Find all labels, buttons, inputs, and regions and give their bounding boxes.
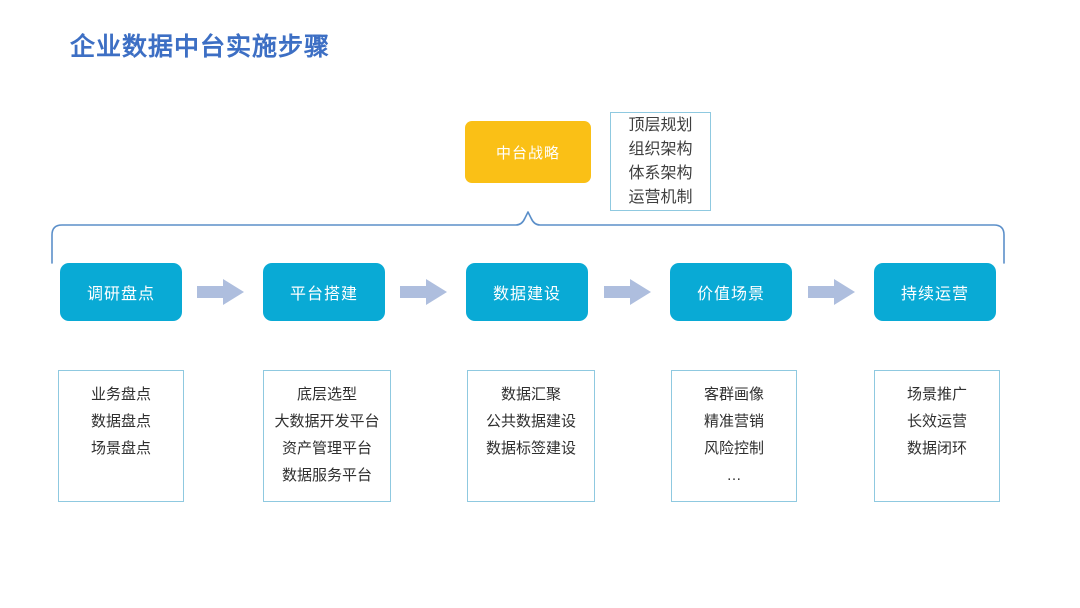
- page-title: 企业数据中台实施步骤: [70, 33, 331, 61]
- strategy-detail-line: 顶层规划: [628, 116, 693, 134]
- detail-line: 数据汇聚: [500, 386, 561, 403]
- strategy-detail-box: 顶层规划 组织架构 体系架构 运营机制: [610, 112, 711, 211]
- detail-box-1: 业务盘点 数据盘点 场景盘点: [58, 370, 184, 502]
- detail-box-4: 客群画像 精准营销 风险控制 …: [671, 370, 797, 502]
- detail-line: 底层选型: [296, 386, 357, 403]
- step-box-5[interactable]: 持续运营: [874, 263, 996, 321]
- detail-line: 公共数据建设: [485, 413, 576, 430]
- detail-line: 业务盘点: [90, 386, 151, 403]
- detail-line: 风险控制: [703, 440, 764, 457]
- step-label: 持续运营: [900, 286, 969, 303]
- detail-line: 长效运营: [906, 413, 967, 430]
- strategy-box[interactable]: 中台战略: [465, 121, 591, 183]
- detail-line: 数据服务平台: [281, 467, 372, 484]
- arrow-right-icon: [197, 279, 244, 305]
- step-label: 数据建设: [492, 286, 561, 303]
- step-label: 价值场景: [696, 286, 765, 303]
- step-label: 调研盘点: [86, 286, 155, 303]
- step-label: 平台搭建: [289, 286, 358, 303]
- strategy-detail-line: 运营机制: [628, 188, 693, 206]
- strategy-detail-line: 体系架构: [628, 164, 693, 182]
- detail-box-3: 数据汇聚 公共数据建设 数据标签建设: [467, 370, 595, 502]
- detail-box-5: 场景推广 长效运营 数据闭环: [874, 370, 1000, 502]
- detail-line: 大数据开发平台: [274, 413, 380, 430]
- step-box-3[interactable]: 数据建设: [466, 263, 588, 321]
- detail-box-2: 底层选型 大数据开发平台 资产管理平台 数据服务平台: [263, 370, 391, 502]
- detail-line: 场景推广: [906, 386, 967, 403]
- arrow-right-icon: [400, 279, 447, 305]
- step-box-1[interactable]: 调研盘点: [60, 263, 182, 321]
- detail-line: …: [726, 467, 742, 484]
- detail-line: 精准营销: [703, 413, 764, 430]
- strategy-detail-line: 组织架构: [628, 140, 693, 158]
- detail-line: 资产管理平台: [281, 440, 372, 457]
- detail-line: 数据标签建设: [485, 440, 576, 457]
- bracket-connector-icon: [51, 211, 1005, 264]
- arrow-right-icon: [604, 279, 651, 305]
- arrow-right-icon: [808, 279, 855, 305]
- detail-line: 场景盘点: [90, 440, 151, 457]
- detail-line: 数据盘点: [90, 413, 151, 430]
- step-box-4[interactable]: 价值场景: [670, 263, 792, 321]
- strategy-box-label: 中台战略: [495, 144, 560, 162]
- step-box-2[interactable]: 平台搭建: [263, 263, 385, 321]
- detail-line: 客群画像: [703, 386, 764, 403]
- detail-line: 数据闭环: [906, 440, 967, 457]
